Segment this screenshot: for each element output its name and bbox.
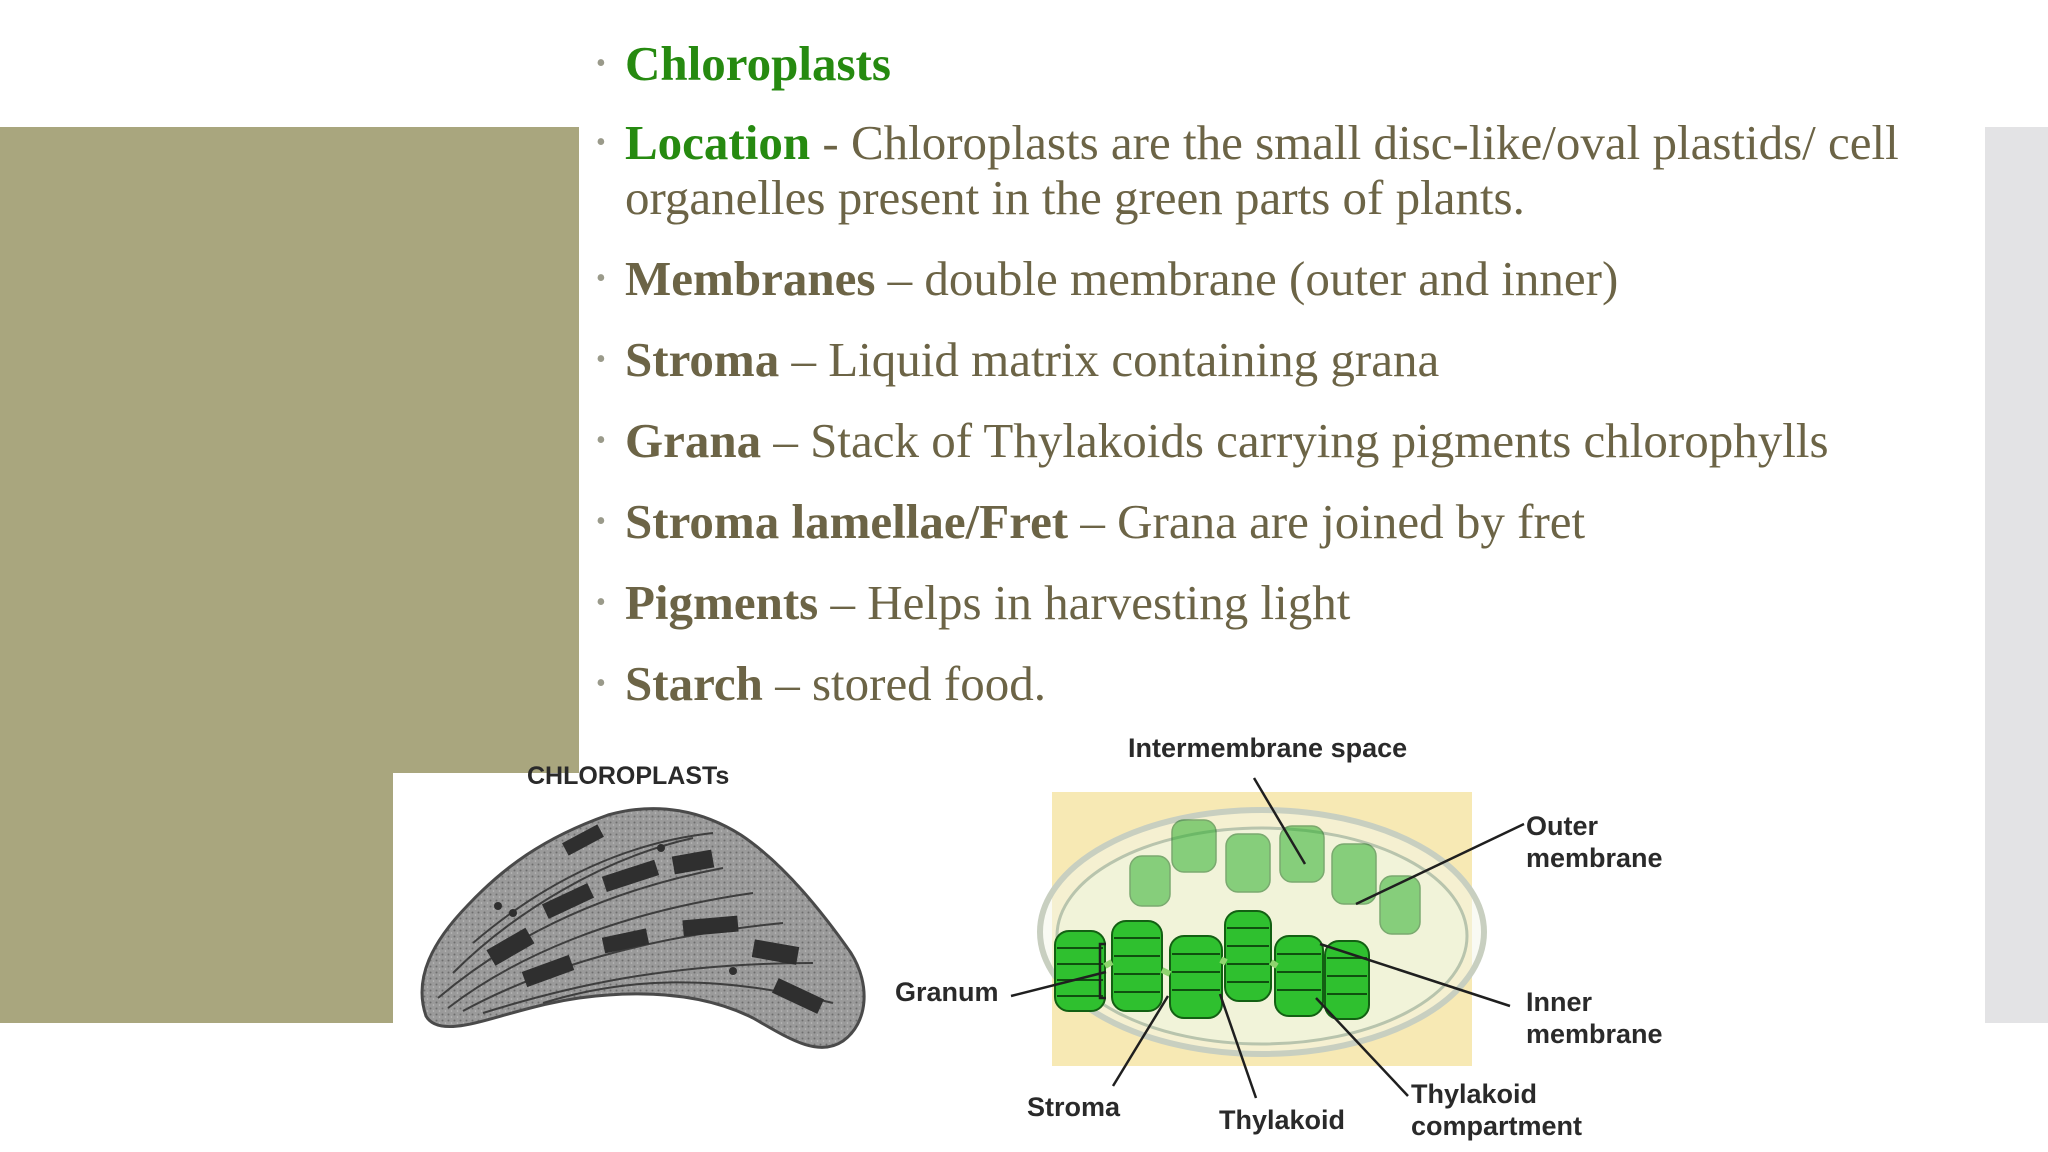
bullet-text: – Liquid matrix containing grana xyxy=(779,332,1440,387)
bullet-text: – Grana are joined by fret xyxy=(1068,494,1586,549)
bullet-list: • Chloroplasts • Location - Chloroplasts… xyxy=(590,36,1980,737)
bullet-dot-icon: • xyxy=(596,668,606,699)
bullet-term: Stroma xyxy=(625,332,780,387)
bullet-dot-icon: • xyxy=(596,425,606,456)
diagram-leader-lines xyxy=(1010,777,1525,1099)
bullet-membranes: • Membranes – double membrane (outer and… xyxy=(590,251,1980,306)
bullet-location: • Location - Chloroplasts are the small … xyxy=(590,115,1980,225)
label-thylakoid-compartment-line2: compartment xyxy=(1411,1111,1583,1141)
bullet-pigments: • Pigments – Helps in harvesting light xyxy=(590,575,1980,630)
bullet-text: – Stack of Thylakoids carrying pigments … xyxy=(761,413,1829,468)
label-granum: Granum xyxy=(895,977,999,1007)
bullet-text: – Helps in harvesting light xyxy=(818,575,1351,630)
label-outer-membrane-line2: membrane xyxy=(1526,843,1663,873)
front-grana xyxy=(1054,910,1370,1020)
label-outer-membrane-line1: Outer xyxy=(1526,811,1599,841)
bullet-term: Location xyxy=(625,115,811,170)
chloroplast-micrograph xyxy=(393,773,893,1078)
bullet-dot-icon: • xyxy=(596,263,606,294)
label-inner-membrane-line2: membrane xyxy=(1526,1019,1663,1049)
bullet-term: Stroma lamellae/Fret xyxy=(625,494,1069,549)
bullet-stroma: • Stroma – Liquid matrix containing gran… xyxy=(590,332,1980,387)
bullet-dot-icon: • xyxy=(596,48,606,79)
bullet-term: Membranes xyxy=(625,251,876,306)
bullet-term: Chloroplasts xyxy=(625,36,891,91)
bullet-dot-icon: • xyxy=(596,127,606,158)
bullet-chloroplasts: • Chloroplasts xyxy=(590,36,1980,91)
stroma-lamellae xyxy=(1103,956,1279,977)
bullet-text: – double membrane (outer and inner) xyxy=(875,251,1619,306)
bullet-stroma-lamellae: • Stroma lamellae/Fret – Grana are joine… xyxy=(590,494,1980,549)
bullet-starch: • Starch – stored food. xyxy=(590,656,1980,711)
bullet-term: Pigments xyxy=(625,575,819,630)
label-thylakoid: Thylakoid xyxy=(1219,1105,1346,1135)
background-grana xyxy=(1129,819,1421,935)
bullet-term: Grana xyxy=(625,413,762,468)
bullet-dot-icon: • xyxy=(596,344,606,375)
label-thylakoid-compartment-line1: Thylakoid xyxy=(1411,1079,1538,1109)
bullet-text: - Chloroplasts are the small disc-like/o… xyxy=(625,115,1899,225)
bullet-grana: • Grana – Stack of Thylakoids carrying p… xyxy=(590,413,1980,468)
micrograph-title: CHLOROPLASTs xyxy=(527,762,730,790)
label-stroma: Stroma xyxy=(1027,1092,1121,1122)
bullet-text: – stored food. xyxy=(762,656,1047,711)
grana-stripes xyxy=(1057,927,1367,997)
bullet-term: Starch xyxy=(625,656,763,711)
label-intermembrane-space: Intermembrane space xyxy=(1128,733,1408,763)
bullet-dot-icon: • xyxy=(596,587,606,618)
label-inner-membrane-line1: Inner xyxy=(1526,987,1593,1017)
chloroplast-structure-diagram xyxy=(880,726,1680,1151)
bullet-dot-icon: • xyxy=(596,506,606,537)
right-decor-panel xyxy=(1985,127,2048,1023)
